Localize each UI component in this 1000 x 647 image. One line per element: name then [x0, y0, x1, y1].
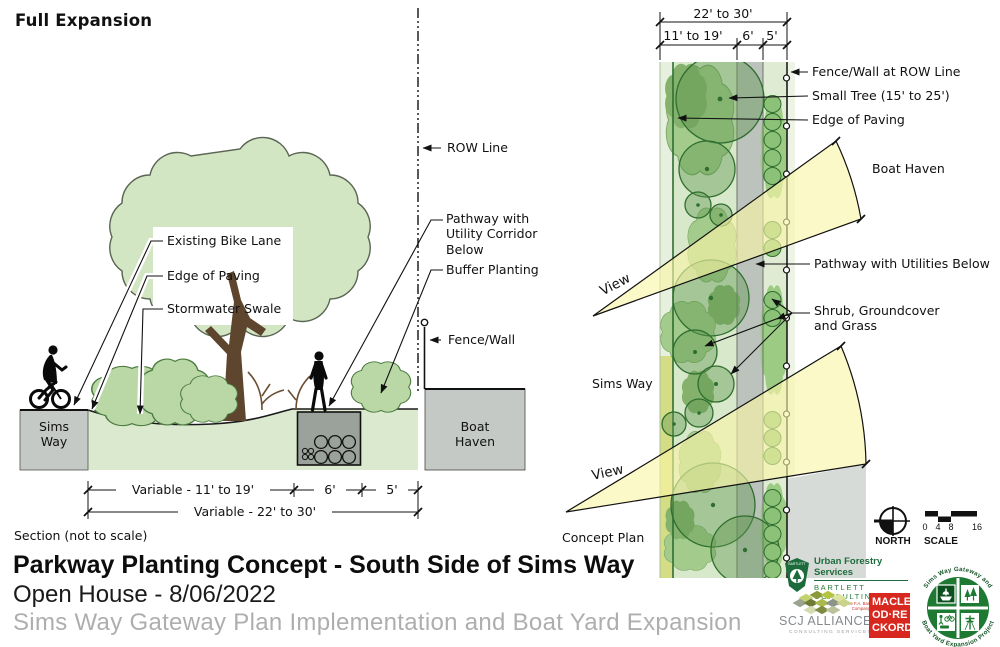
swale-shrubs: [91, 358, 238, 427]
bartlett-line1: Urban Forestry Services: [814, 556, 883, 578]
label-pathway-utilities: Pathway with Utilities Below: [814, 256, 990, 271]
section-drawing: [19, 8, 526, 519]
plan-dim-total: 22' to 30': [693, 6, 753, 21]
north-arrow-icon: [874, 506, 910, 536]
label-sims-way-section: Sims Way: [38, 419, 70, 450]
bartlett-shield-icon: BARTLETT: [785, 558, 809, 592]
scale-bar-icon: [925, 511, 977, 522]
plan-caption: Concept Plan: [562, 530, 645, 545]
section-leaders: [71, 144, 443, 415]
seal-boat-icon: [936, 584, 956, 604]
label-pathway-utility-corridor: Pathway with Utility Corridor Below: [446, 211, 538, 257]
sheet-subtitle: Open House - 8/06/2022: [13, 581, 276, 608]
tree-center-dots: [672, 96, 748, 553]
dim-buffer-width: 5': [376, 482, 408, 497]
label-stormwater-swale: Stormwater Swale: [167, 301, 282, 316]
sheet-title: Parkway Planting Concept - South Side of…: [13, 551, 635, 579]
scj-diamonds-icon: [792, 590, 852, 614]
board-title: Full Expansion: [15, 11, 153, 30]
fence-post: [420, 318, 429, 389]
scale-tick-16: 16: [971, 522, 982, 532]
dim-inner-width: Variable - 11' to 19': [116, 482, 270, 497]
macleod-line2: OD·RE: [872, 608, 908, 621]
section-caption: Section (not to scale): [14, 528, 148, 543]
label-small-tree: Small Tree (15' to 25'): [812, 88, 950, 103]
sims-way-road: [19, 409, 89, 471]
plan-dim-path: 6': [742, 28, 754, 43]
label-boat-haven-plan: Boat Haven: [872, 161, 945, 176]
bartlett-logo: Urban Forestry Services BARTLETT CONSULT…: [814, 556, 908, 611]
plan-dim-inner: 11' to 19': [663, 28, 723, 43]
buffer-shrub: [350, 361, 412, 413]
seal-utility-icon: [961, 613, 979, 631]
scale-tick-0: 0: [922, 522, 928, 532]
boat-haven-plan-ground: [787, 464, 866, 578]
seal-mobility-icon: [937, 613, 955, 631]
label-shrub-groundcover: Shrub, Groundcover and Grass: [814, 303, 940, 334]
svg-text:BARTLETT: BARTLETT: [788, 562, 805, 566]
boat-haven-ground: [424, 388, 526, 471]
concept-plan-drawing: [565, 12, 977, 578]
macleod-line1: MACLE: [872, 596, 912, 608]
scale-tick-4: 4: [935, 522, 941, 532]
utility-corridor-box: [296, 411, 362, 466]
label-boat-haven-section: Boat Haven: [454, 419, 496, 450]
scale-tick-8: 8: [948, 522, 954, 532]
dim-total-width: Variable - 22' to 30': [178, 504, 332, 519]
label-existing-bike-lane: Existing Bike Lane: [167, 233, 282, 248]
tree-trunk: [205, 271, 266, 421]
plan-dimensions: [659, 12, 788, 60]
scale-label: SCALE: [924, 536, 958, 547]
label-edge-of-paving: Edge of Paving: [167, 268, 260, 283]
label-edge-of-paving-plan: Edge of Paving: [812, 112, 905, 127]
label-row-line: ROW Line: [447, 140, 508, 155]
plan-leaders: [677, 68, 810, 375]
label-fence-row-line: Fence/Wall at ROW Line: [812, 64, 961, 79]
macleod-reckord-logo: MACLE OD·RE CKORD: [869, 593, 913, 638]
project-seal-logo: Sims Way Gateway and Boat Yard Expansion…: [920, 566, 995, 647]
pedestrian-figure: [309, 351, 328, 412]
label-fence-wall: Fence/Wall: [448, 332, 516, 347]
cyclist-figure: [29, 345, 71, 409]
label-sims-way-plan: Sims Way: [592, 376, 653, 391]
plan-dim-buffer: 5': [766, 28, 778, 43]
scj-subtitle: CONSULTING SERVICES: [789, 630, 873, 635]
macleod-line3: CKORD: [872, 621, 913, 634]
bartlett-line2: BARTLETT CONSULTING: [814, 583, 880, 601]
bare-shrub-twigs: [247, 371, 311, 411]
sheet-project-name: Sims Way Gateway Plan Implementation and…: [13, 609, 742, 636]
north-label: NORTH: [875, 536, 911, 547]
dim-path-width: 6': [314, 482, 346, 497]
seal-trees-icon: [961, 585, 979, 603]
scj-name: SCJ ALLIANCE: [779, 614, 872, 628]
bartlett-tagline: Divisions of The F.A. Bartlett Tree Expe…: [822, 601, 900, 611]
view-cones: [565, 140, 867, 513]
label-buffer-planting: Buffer Planting: [446, 262, 539, 277]
